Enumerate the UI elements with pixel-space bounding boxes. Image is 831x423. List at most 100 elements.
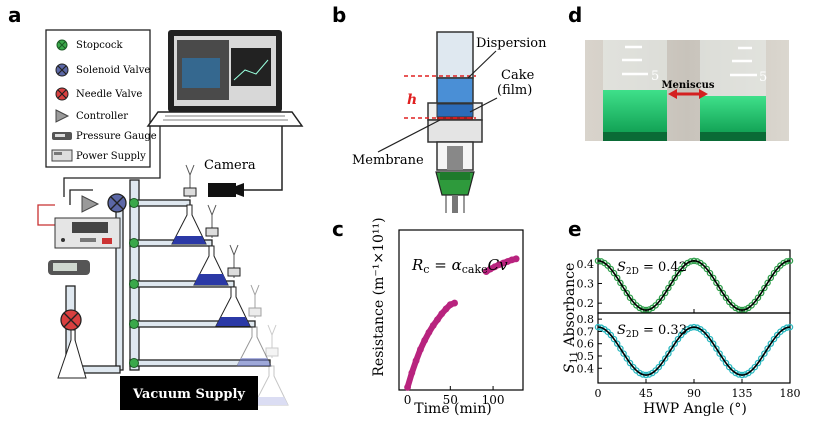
camera-icon <box>208 183 236 197</box>
chart-e-point-top <box>719 289 727 297</box>
legend-pressure-gauge: Pressure Gauge <box>76 131 157 142</box>
stopcock-icon <box>129 358 139 368</box>
chart-e-frame-top <box>597 249 791 314</box>
meniscus-label: Meniscus <box>661 80 714 91</box>
stopcock-icon <box>129 319 139 329</box>
legend: Stopcock Solenoid Valve Needle Valve Con… <box>51 39 157 162</box>
chart-e-point-top <box>617 279 624 287</box>
panel-label-d: d <box>568 3 582 27</box>
legend-power-supply: Power Supply <box>76 151 146 162</box>
chart-e-point-top <box>629 298 637 306</box>
chart-e-xtick-label: 180 <box>780 387 801 400</box>
panel-a: a Stopcock Solenoid Valve Needle Valve C… <box>8 3 304 410</box>
flask <box>193 204 229 286</box>
vacuum-supply-label: Vacuum Supply <box>132 387 245 402</box>
chart-e-ytick-label: 0.2 <box>577 297 595 310</box>
chart-e-point-bottom <box>636 369 643 377</box>
chart-e-point-bottom <box>770 335 778 343</box>
legend-solenoid-valve: Solenoid Valve <box>76 65 150 76</box>
chart-e-point-bottom <box>713 345 720 352</box>
chart-e-point-bottom <box>700 328 707 335</box>
chart-e-point-top <box>700 262 707 269</box>
flask <box>253 324 289 406</box>
chart-e-point-bottom <box>761 350 768 357</box>
cake <box>436 103 474 118</box>
camera-cable <box>244 126 283 191</box>
chart-e-point-top <box>764 279 771 287</box>
chart-e-point-top <box>722 294 730 301</box>
chart-e-point-top <box>607 265 615 273</box>
camera-label: Camera <box>204 158 256 173</box>
chart-e-point-bottom <box>617 345 624 352</box>
flask <box>236 284 272 367</box>
stopcock-icon <box>129 279 139 289</box>
chart-e-point-top <box>620 284 627 292</box>
chart-e-top-annotation: S2D = 0.42 <box>617 260 687 277</box>
chart-e-fit-top <box>597 260 791 311</box>
chart-e-point-bottom <box>620 350 627 357</box>
chart-e-point-bottom <box>613 340 621 347</box>
chart-e-xtick-label: 0 <box>595 387 602 400</box>
chart-e-point-top <box>674 269 682 277</box>
legend-controller: Controller <box>76 111 128 122</box>
chart-e-point-top <box>613 274 621 282</box>
chart-e-point-bottom <box>757 355 765 362</box>
chart-c-frame <box>398 229 524 391</box>
chart-e-point-bottom <box>725 363 733 371</box>
chart-e-xtick-label: 135 <box>732 387 753 400</box>
tick-number-left: 5 <box>651 69 659 84</box>
chart-e-point-bottom <box>732 369 739 377</box>
chart-e-point-top <box>780 259 787 267</box>
chart-e-point-bottom <box>623 355 631 362</box>
panel-label-a: a <box>8 3 22 27</box>
left-vial-liquid <box>603 90 667 138</box>
chart-e-ytick-label: 0.8 <box>577 313 595 326</box>
membrane-label: Membrane <box>352 153 424 168</box>
stopcock-icon <box>129 238 139 248</box>
chart-c-xtick-label: 100 <box>482 393 505 407</box>
chart-e-point-bottom <box>709 340 717 347</box>
chart-e-point-bottom <box>610 335 618 343</box>
chart-e-point-top <box>748 302 755 309</box>
laptop <box>146 30 304 127</box>
chart-c-point <box>512 255 520 263</box>
chart-e-point-top <box>671 274 679 282</box>
chart-e-point-bottom <box>684 325 691 333</box>
trap-flask <box>57 329 87 379</box>
chart-e-point-top <box>623 289 631 297</box>
dispersion-label: Dispersion <box>476 36 547 51</box>
chart-e-xtick-label: 90 <box>687 387 701 400</box>
chart-e-point-top <box>636 304 643 312</box>
panel-label-e: e <box>568 217 582 241</box>
controller-cable <box>63 126 161 197</box>
chart-e-ytick-label: 0.7 <box>577 325 595 338</box>
chart-c-xlabel: Time (min) <box>414 401 492 417</box>
chart-e-point-bottom <box>748 367 755 374</box>
chart-e-point-top <box>751 298 759 306</box>
chart-e-point-bottom <box>716 350 723 357</box>
chart-e-point-top <box>684 259 691 267</box>
chart-e-ytick-label: 0.3 <box>577 277 595 290</box>
tube <box>436 31 474 79</box>
chart-e-point-top <box>703 265 711 273</box>
chart-e-point-bottom <box>668 345 675 352</box>
chart-e-point-bottom <box>658 359 666 367</box>
chart-e-point-bottom <box>652 367 659 374</box>
chart-e-point-bottom <box>677 331 685 339</box>
tick-number-right: 5 <box>759 70 767 85</box>
chart-e-point-bottom <box>607 331 615 339</box>
chart-e-point-top <box>610 269 618 277</box>
chart-e-point-bottom <box>604 328 611 335</box>
chart-c-ylabel: Resistance (m⁻¹×10¹¹) <box>371 217 387 376</box>
chart-e-point-top <box>668 279 675 287</box>
chart-e-point-bottom <box>722 359 730 367</box>
chart-e-point-top <box>732 304 739 312</box>
chart-e-point-bottom <box>767 340 775 347</box>
chart-e-fit-bottom <box>597 326 791 376</box>
chart-e-point-top <box>658 294 666 301</box>
stopcock-icon <box>129 198 139 208</box>
chart-e-point-top <box>655 298 663 306</box>
